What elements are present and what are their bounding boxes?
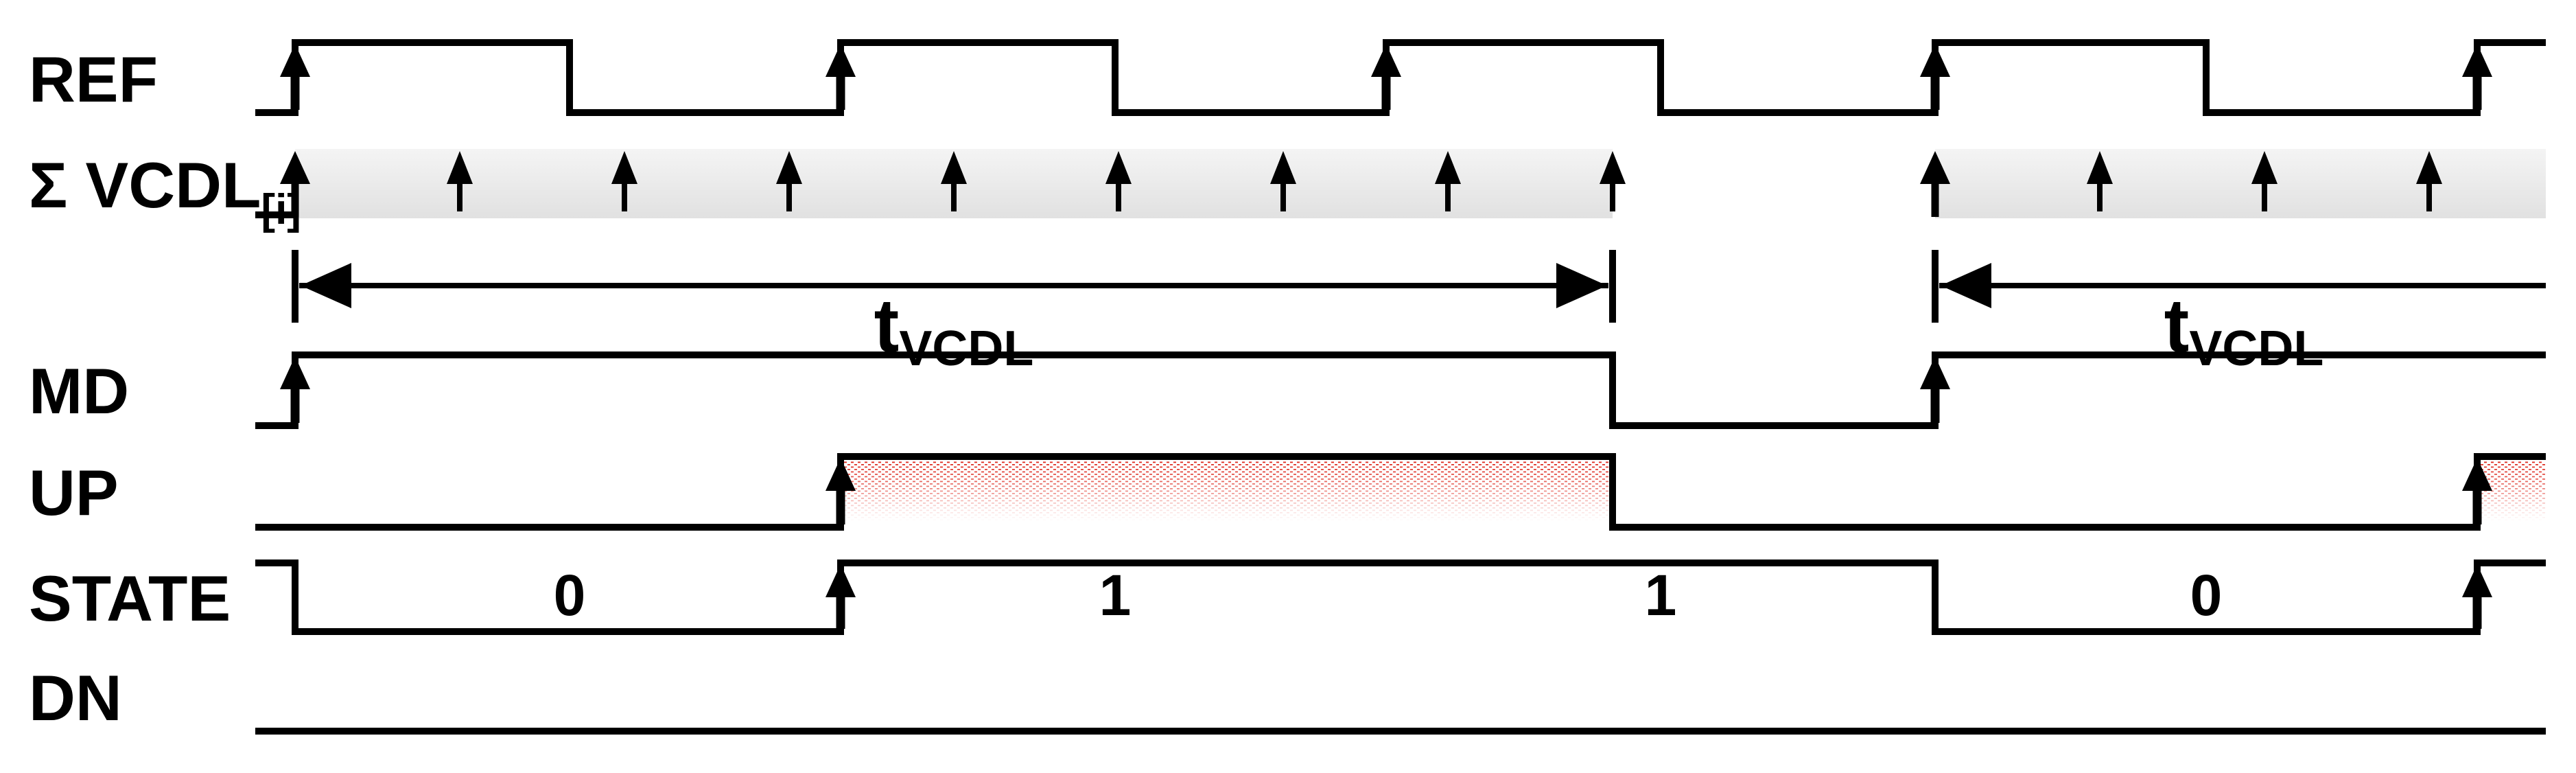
rising-edge-arrowhead (1371, 44, 1401, 77)
vcdl-edge-arrowhead (2087, 151, 2113, 184)
rising-edge-arrowhead (2462, 44, 2492, 77)
state-value-2: 1 (1645, 563, 1677, 627)
dimension-arrowhead-left (301, 263, 351, 308)
vcdl-edge-arrowhead (1105, 151, 1132, 184)
rising-edge-arrowhead (826, 458, 856, 491)
vcdl-edge-arrowhead (447, 151, 473, 184)
up-high-fade (2477, 461, 2546, 524)
signal-label-up: UP (29, 457, 119, 529)
dimension-tick (292, 250, 298, 323)
waveforms-layer (255, 39, 2546, 735)
state-value-0: 0 (554, 563, 586, 627)
rising-edge-arrowhead (1920, 44, 1950, 77)
vcdl-edge-arrowhead (611, 151, 637, 184)
tvcdl-label-2: tVCDL (2164, 284, 2324, 376)
dimension-tick (1609, 250, 1616, 323)
rising-edge-arrowhead (2462, 458, 2492, 491)
signal-label-ref: REF (29, 43, 158, 115)
vcdl-edge-arrowhead (2251, 151, 2278, 184)
vcdl-edge-arrowhead (941, 151, 967, 184)
rising-edge-arrowhead (826, 564, 856, 597)
signal-label-md: MD (29, 355, 129, 427)
vcdl-edge-arrowhead (1270, 151, 1296, 184)
rising-edge-arrowhead (280, 356, 310, 389)
vcdl-edge-arrowhead (2416, 151, 2442, 184)
signal-ref-waveform (255, 39, 2546, 116)
rising-edge-arrowhead (280, 44, 310, 77)
tvcdl-label-1: tVCDL (874, 284, 1034, 376)
rising-edge-arrowhead (2462, 564, 2492, 597)
rising-edge-arrowhead (1920, 356, 1950, 389)
up-high-fade (841, 461, 1613, 524)
rising-edge-arrowhead (826, 44, 856, 77)
vcdl-edge-arrowhead (776, 151, 802, 184)
vcdl-edge-arrowhead (280, 151, 310, 184)
state-value-3: 0 (2190, 563, 2223, 627)
signal-label-vcdl: Σ VCDL[i] (29, 149, 301, 233)
dimension-arrowhead-right (1556, 263, 1607, 308)
dimension-tick (1932, 250, 1939, 323)
dimension-arrowhead-left (1941, 263, 1991, 308)
vcdl-edge-arrowhead (1600, 151, 1626, 184)
signal-label-dn: DN (29, 662, 122, 734)
state-value-1: 1 (1099, 563, 1132, 627)
vcdl-edge-arrowhead (1920, 151, 1950, 184)
vcdl-band (1935, 149, 2546, 218)
vcdl-edge-arrowhead (1435, 151, 1461, 184)
signal-label-state: STATE (29, 562, 231, 634)
